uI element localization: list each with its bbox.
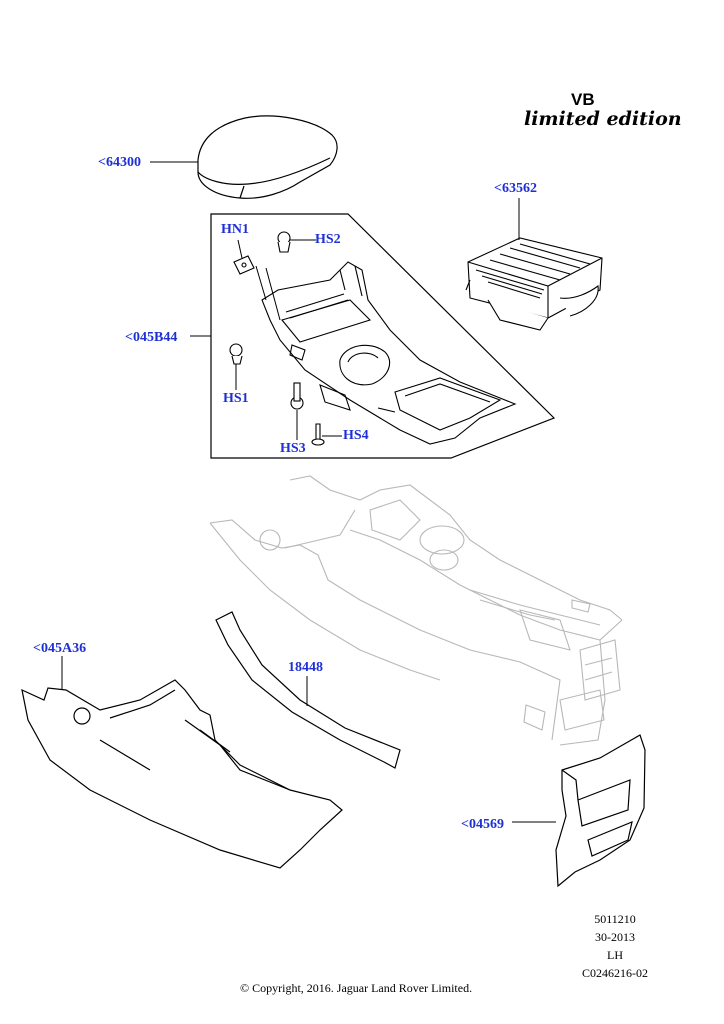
callout-hs2[interactable]: HS2 (315, 232, 341, 247)
callout-storage-module[interactable]: <63562 (494, 181, 537, 196)
armrest-lid-part (197, 115, 338, 199)
ref-line-4: C0246216-02 (582, 966, 648, 980)
callout-armrest[interactable]: <64300 (98, 155, 141, 170)
edition-label: limited edition (524, 108, 682, 130)
callout-hs3[interactable]: HS3 (280, 441, 306, 456)
group-frame (210, 213, 556, 459)
callout-left-side-panel[interactable]: <045A36 (33, 641, 87, 656)
rear-vent-panel-part (555, 734, 646, 888)
callout-side-trim[interactable]: 18448 (288, 660, 323, 675)
ref-line-2: 30-2013 (595, 930, 635, 944)
callout-hs4[interactable]: HS4 (343, 428, 369, 443)
fastener-leaders (235, 239, 342, 440)
copyright-notice: © Copyright, 2016. Jaguar Land Rover Lim… (240, 981, 473, 995)
model-code: VB (571, 90, 595, 109)
ref-line-3: LH (607, 948, 623, 962)
left-side-panel-part (21, 679, 343, 869)
callout-rear-vent-panel[interactable]: <04569 (461, 817, 504, 832)
ghost-console (209, 475, 623, 746)
callout-hs1[interactable]: HS1 (223, 391, 249, 406)
upper-panel-part (261, 261, 517, 445)
callout-hn1[interactable]: HN1 (221, 222, 249, 237)
fasteners (229, 231, 325, 446)
ref-line-1: 5011210 (594, 912, 636, 926)
storage-module-part (465, 237, 603, 331)
side-trim-part (215, 611, 401, 769)
callout-upper-panel[interactable]: <045B44 (125, 330, 178, 345)
